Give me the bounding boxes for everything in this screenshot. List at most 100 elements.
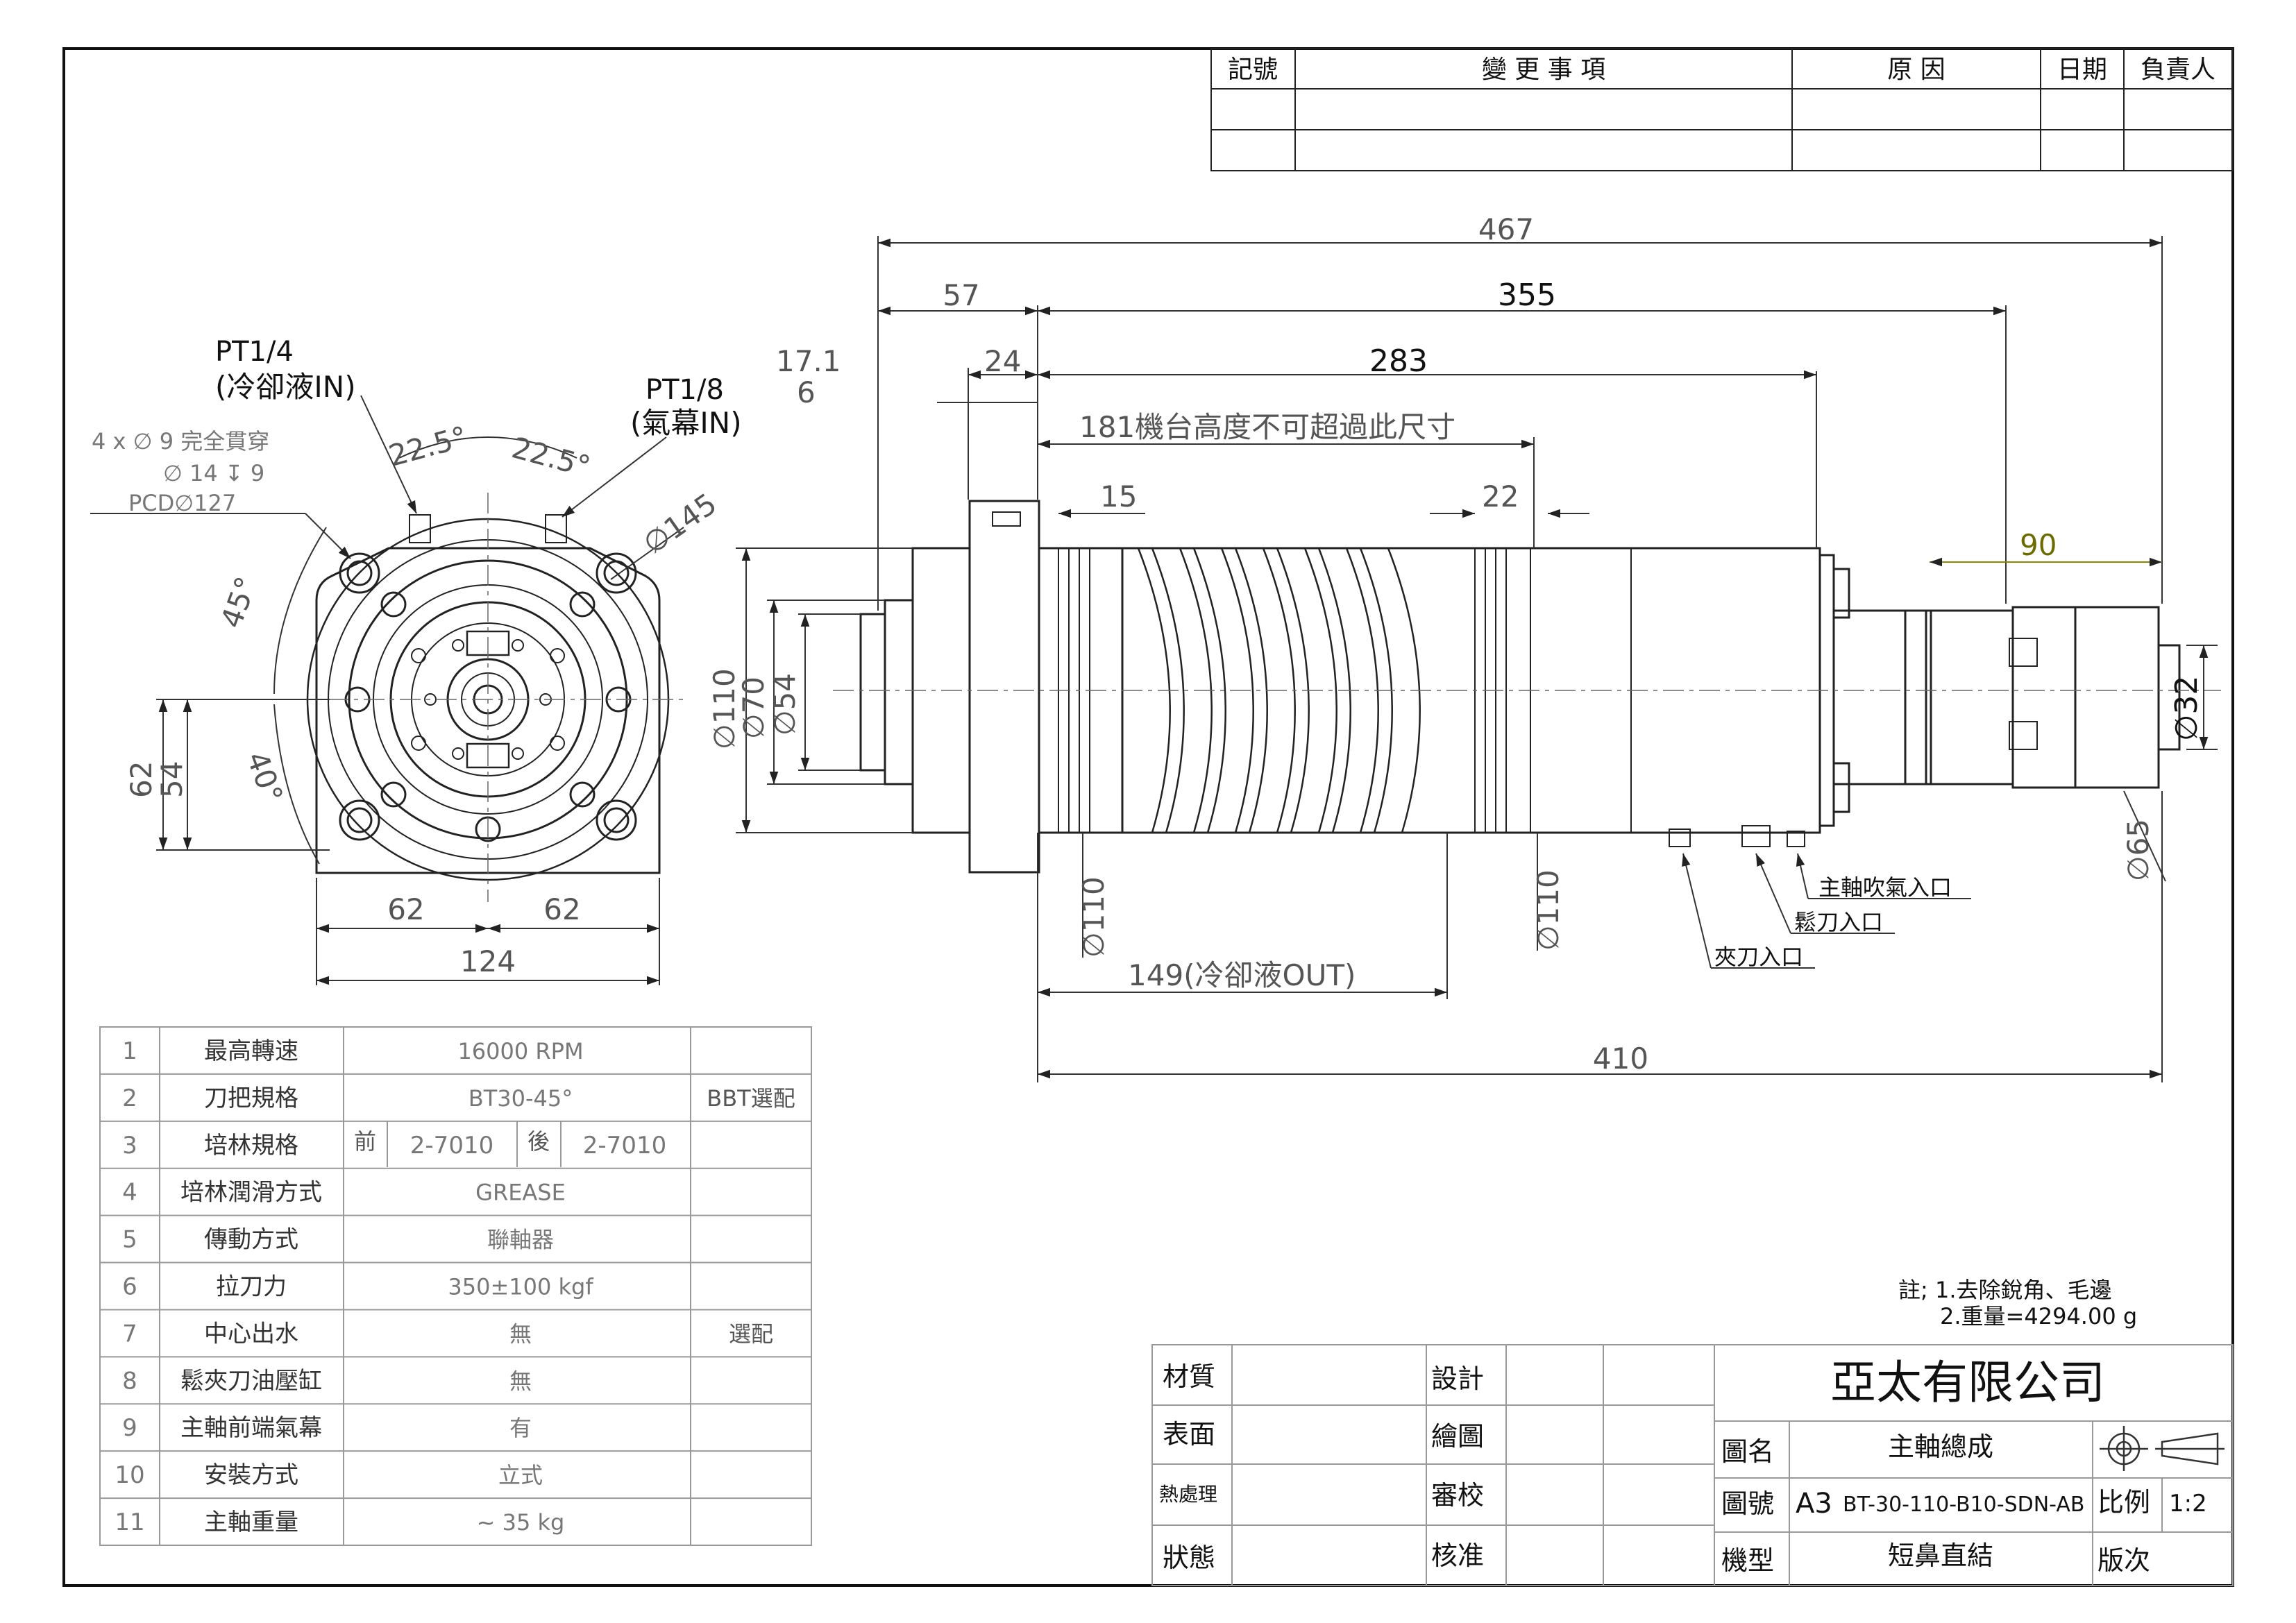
tb-draw: 繪圖 bbox=[1431, 1421, 1484, 1452]
spec-row-value: GREASE bbox=[475, 1180, 566, 1206]
spec-row-number: 9 bbox=[122, 1414, 137, 1442]
tb-number-value: BT-30-110-B10-SDN-AB bbox=[1843, 1493, 2084, 1517]
spec-row-number: 4 bbox=[122, 1179, 137, 1207]
dim-57: 57 bbox=[943, 278, 979, 312]
spec-row-number: 11 bbox=[115, 1509, 144, 1536]
revision-table bbox=[1210, 48, 2234, 171]
dim-467: 467 bbox=[1478, 212, 1534, 246]
dim-355: 355 bbox=[1498, 278, 1556, 313]
port-pt14-label: PT1/4 bbox=[215, 336, 294, 368]
spec-row-number: 5 bbox=[122, 1226, 137, 1254]
spec-row-number: 7 bbox=[122, 1320, 137, 1348]
port-tool-clamp: 夾刀入口 bbox=[1714, 944, 1803, 970]
front-dim-lines bbox=[90, 395, 684, 985]
spec-row-item: 刀把規格 bbox=[204, 1085, 298, 1112]
spec-row-number: 3 bbox=[122, 1132, 137, 1159]
spec-row-value: ~ 35 kg bbox=[477, 1509, 565, 1536]
dia-65: ∅65 bbox=[2121, 819, 2155, 881]
port-tool-release: 鬆刀入口 bbox=[1794, 909, 1883, 935]
tb-surface: 表面 bbox=[1163, 1419, 1215, 1450]
port-spindle-air-blow: 主軸吹氣入口 bbox=[1818, 874, 1952, 901]
spec-row-value: 立式 bbox=[498, 1462, 543, 1488]
dim-22: 22 bbox=[1482, 479, 1519, 513]
spec-bearing-rear-label: 後 bbox=[527, 1128, 550, 1155]
spec-row-value: 有 bbox=[509, 1415, 532, 1441]
dia-32: ∅32 bbox=[2169, 676, 2204, 741]
side-dim-lines bbox=[736, 236, 2218, 1082]
tb-material: 材質 bbox=[1163, 1361, 1215, 1392]
note-line-1: 註; 1.去除銳角、毛邊 bbox=[1898, 1277, 2112, 1303]
dim-6: 6 bbox=[797, 375, 816, 409]
rev-header-owner: 負責人 bbox=[2141, 56, 2215, 84]
tb-name-value: 主軸總成 bbox=[1888, 1431, 1993, 1462]
spec-row-item: 主軸前端氣幕 bbox=[180, 1414, 322, 1442]
dim-62-right: 62 bbox=[543, 892, 580, 926]
dim-283: 283 bbox=[1369, 343, 1428, 379]
spec-row-item: 中心出水 bbox=[204, 1320, 298, 1348]
projection-symbol-icon bbox=[2100, 1426, 2225, 1471]
side-view bbox=[859, 500, 2181, 874]
dia-110-body-front: ∅110 bbox=[1077, 876, 1111, 958]
port-pt18-label: PT1/8 bbox=[645, 374, 724, 406]
sheet-border bbox=[62, 47, 2234, 1587]
spec-row-number: 2 bbox=[122, 1085, 137, 1112]
dim-24: 24 bbox=[984, 344, 1021, 378]
dia-110-body-rear: ∅110 bbox=[1531, 869, 1565, 951]
front-centerlines bbox=[292, 493, 687, 902]
spec-row-item: 鬆夾刀油壓缸 bbox=[180, 1367, 322, 1395]
tb-company: 亞太有限公司 bbox=[1830, 1356, 2105, 1409]
tb-name-label: 圖名 bbox=[1721, 1436, 1774, 1467]
spec-row-value: 無 bbox=[509, 1320, 532, 1347]
angle-22-5-a: 22.5° bbox=[385, 420, 471, 473]
rev-header-change: 變 更 事 項 bbox=[1482, 56, 1605, 84]
angle-22-5-b: 22.5° bbox=[508, 430, 593, 484]
rev-header-reason: 原 因 bbox=[1887, 56, 1945, 84]
spec-row-number: 1 bbox=[122, 1037, 137, 1065]
title-block-grid bbox=[1151, 1344, 2234, 1586]
spec-row-number: 10 bbox=[115, 1461, 144, 1489]
dia-110-front: ∅110 bbox=[707, 668, 741, 749]
rev-header-date: 日期 bbox=[2057, 56, 2107, 84]
rev-header-mark: 記號 bbox=[1228, 56, 1278, 84]
angle-40: 40° bbox=[240, 747, 290, 808]
dim-149-coolant-out: 149(冷卻液OUT) bbox=[1128, 958, 1356, 992]
spec-bearing-front-label: 前 bbox=[354, 1128, 376, 1155]
spec-row-item: 培林規格 bbox=[204, 1132, 298, 1159]
spec-row-number: 8 bbox=[122, 1367, 137, 1395]
spec-row-item: 傳動方式 bbox=[204, 1226, 298, 1254]
tb-design: 設計 bbox=[1431, 1363, 1484, 1394]
spec-row-value: 聯軸器 bbox=[487, 1227, 554, 1253]
spec-row-item: 培林潤滑方式 bbox=[180, 1179, 322, 1207]
spec-row-value: 無 bbox=[509, 1368, 532, 1394]
holes-spec-1: 4 x ∅ 9 完全貫穿 bbox=[92, 428, 269, 454]
note-181-height: 181機台高度不可超過此尺寸 bbox=[1079, 410, 1455, 444]
spec-row-number: 6 bbox=[122, 1273, 137, 1301]
tb-sheet-size: A3 bbox=[1796, 1488, 1832, 1520]
pcd-label: PCD∅127 bbox=[128, 490, 236, 516]
spec-row-item: 安裝方式 bbox=[204, 1461, 298, 1489]
spec-row-value: 16000 RPM bbox=[457, 1038, 583, 1064]
spec-row-value: 350±100 kgf bbox=[448, 1274, 593, 1300]
spec-row-value: BT30-45° bbox=[469, 1085, 573, 1112]
angle-45: 45° bbox=[214, 572, 264, 633]
tb-version-label: 版次 bbox=[2097, 1545, 2150, 1576]
dia-70: ∅70 bbox=[736, 677, 770, 739]
port-pt14-note: (冷卻液IN) bbox=[215, 370, 356, 404]
spec-row-note: 選配 bbox=[729, 1320, 773, 1347]
tb-approve: 核准 bbox=[1431, 1540, 1484, 1571]
tb-number-label: 圖號 bbox=[1721, 1488, 1774, 1519]
spec-row-item: 主軸重量 bbox=[204, 1509, 298, 1536]
dim-124: 124 bbox=[460, 944, 516, 978]
dim-17-1: 17.1 bbox=[776, 344, 841, 378]
dia-145: ∅145 bbox=[637, 486, 723, 561]
spec-table-grid bbox=[99, 1026, 812, 1546]
spec-row-note: BBT選配 bbox=[707, 1085, 795, 1112]
dim-90: 90 bbox=[2020, 528, 2057, 562]
tb-check: 審校 bbox=[1431, 1480, 1484, 1511]
tb-scale-label: 比例 bbox=[2097, 1487, 2150, 1518]
dim-15: 15 bbox=[1100, 479, 1137, 513]
tb-scale-value: 1:2 bbox=[2169, 1490, 2207, 1518]
holes-spec-2: ∅ 14 ↧ 9 bbox=[163, 460, 264, 486]
